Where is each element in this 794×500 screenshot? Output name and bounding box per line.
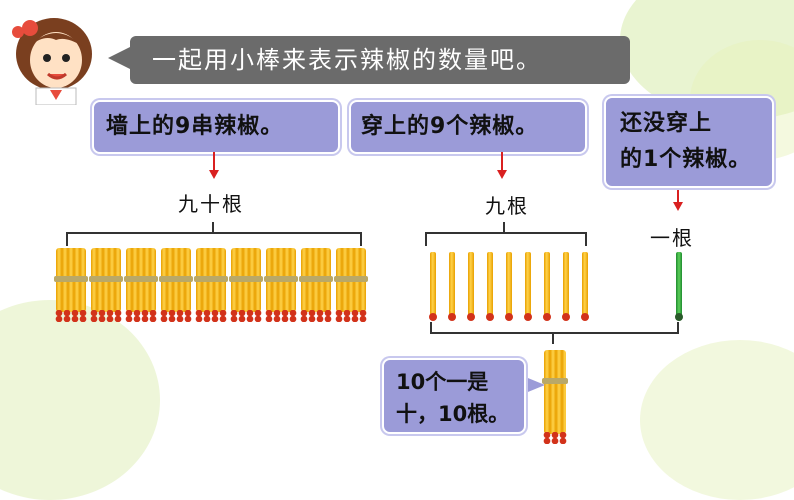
bottom-brace-tip xyxy=(552,332,554,344)
threaded-peppers-box: 穿上的9个辣椒。 xyxy=(349,100,587,154)
bottom-note-line1: 10个一是 xyxy=(396,370,489,394)
stick-bundle xyxy=(124,248,158,324)
unthreaded-pepper-line1: 还没穿上 xyxy=(620,111,713,136)
speech-bubble-tail xyxy=(108,46,132,70)
unthreaded-pepper-box: 还没穿上 的1个辣椒。 xyxy=(604,96,774,188)
arrow-wall-line xyxy=(213,152,215,172)
stick-bundle xyxy=(229,248,263,324)
single-stick xyxy=(543,252,551,321)
arrow-threaded-head xyxy=(497,170,507,179)
stick-bundle xyxy=(334,248,368,324)
arrow-threaded-line xyxy=(501,152,503,172)
arrow-unthreaded-line xyxy=(677,190,679,204)
wall-peppers-text: 墙上的9串辣椒。 xyxy=(106,114,284,139)
brace-nine xyxy=(425,232,587,246)
bottom-brace xyxy=(430,322,679,334)
speech-bubble: 一起用小棒来表示辣椒的数量吧。 xyxy=(130,36,630,84)
label-ninety: 九十根 xyxy=(178,192,244,216)
arrow-wall-head xyxy=(209,170,219,179)
stick-bundle xyxy=(299,248,333,324)
wall-peppers-box: 墙上的9串辣椒。 xyxy=(92,100,340,154)
green-stick xyxy=(675,252,683,321)
threaded-peppers-text: 穿上的9个辣椒。 xyxy=(361,114,539,139)
stick-bundle xyxy=(89,248,123,324)
new-stick-bundle xyxy=(542,350,568,444)
brace-ninety-tip xyxy=(212,222,214,232)
single-stick xyxy=(581,252,589,321)
stick-bundle xyxy=(194,248,228,324)
single-stick xyxy=(505,252,513,321)
label-one: 一根 xyxy=(650,226,694,250)
bottom-note-tail xyxy=(523,376,545,394)
stick-bundle xyxy=(264,248,298,324)
bottom-note-box: 10个一是 十，10根。 xyxy=(382,358,526,434)
single-stick xyxy=(467,252,475,321)
label-nine: 九根 xyxy=(485,194,529,218)
single-stick xyxy=(562,252,570,321)
girl-avatar xyxy=(6,10,106,106)
single-stick xyxy=(429,252,437,321)
single-stick xyxy=(486,252,494,321)
bottom-note-line2: 十，10根。 xyxy=(396,402,510,426)
brace-nine-tip xyxy=(503,222,505,232)
unthreaded-pepper-line2: 的1个辣椒。 xyxy=(620,147,752,172)
brace-ninety xyxy=(66,232,362,246)
arrow-unthreaded-head xyxy=(673,202,683,211)
single-stick xyxy=(524,252,532,321)
single-stick xyxy=(448,252,456,321)
stick-bundle xyxy=(159,248,193,324)
stick-bundle xyxy=(54,248,88,324)
